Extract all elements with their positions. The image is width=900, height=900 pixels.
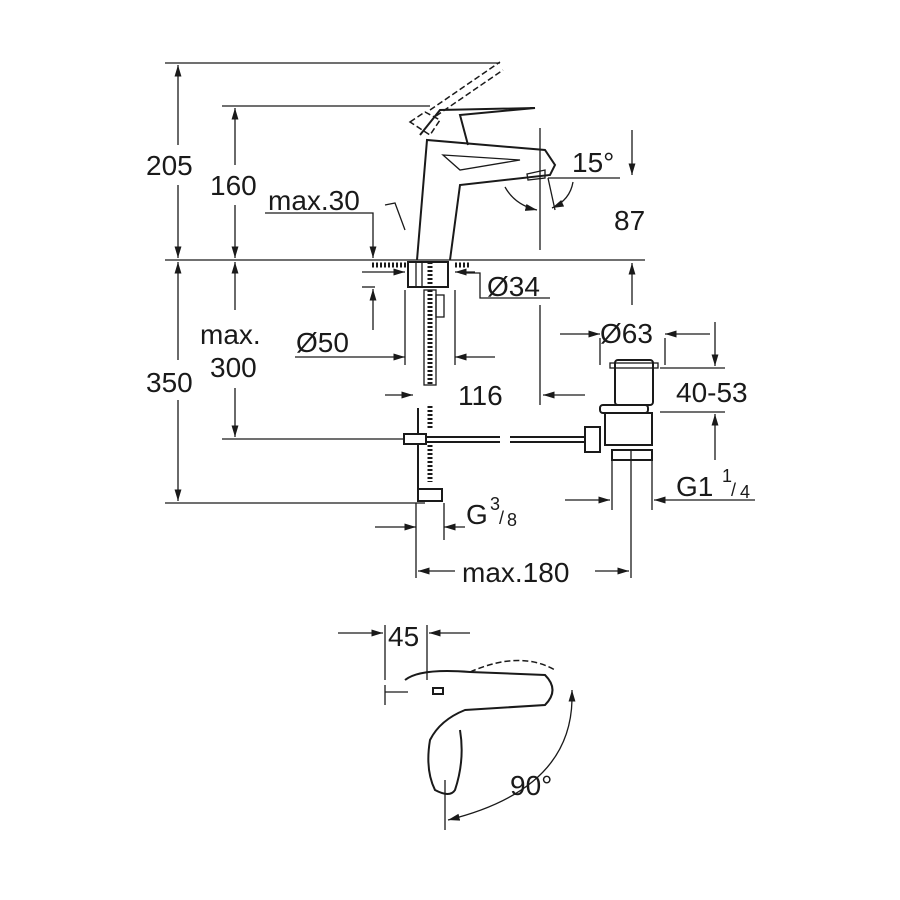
- thread-size: G1: [676, 471, 713, 502]
- label-waste-diameter: Ø63: [600, 318, 653, 349]
- label-total-height: 205: [146, 150, 193, 181]
- label-waste-thread: G1 1 / 4: [676, 466, 750, 502]
- label-spout-height: 160: [210, 170, 257, 201]
- label-connection-thread: G 3 / 8: [466, 494, 517, 530]
- under-counter-assembly: [372, 261, 585, 502]
- thread-letter: G: [466, 499, 488, 530]
- waste-valve: [584, 359, 659, 578]
- label-max-counter: max.30: [268, 185, 360, 216]
- fraction-numerator: 1: [722, 466, 732, 486]
- fraction-denominator: 4: [740, 482, 750, 502]
- label-install-depth: 350: [146, 367, 193, 398]
- fraction-denominator: 8: [507, 510, 517, 530]
- fraction-slash: /: [731, 480, 736, 500]
- fraction-numerator: 3: [490, 494, 500, 514]
- label-spout-angle: 15°: [572, 147, 614, 178]
- label-max-distance: max.180: [462, 557, 569, 588]
- label-max-hose-prefix: max.: [200, 319, 261, 350]
- label-rotation-angle: 90°: [510, 770, 552, 801]
- label-base-diameter: Ø50: [296, 327, 349, 358]
- faucet-side-view: [384, 61, 557, 261]
- label-waste-range: 40-53: [676, 377, 748, 408]
- label-offset: 116: [458, 380, 503, 411]
- label-max-hose-value: 300: [210, 352, 257, 383]
- label-hole-diameter: Ø34: [487, 271, 540, 302]
- label-handle-offset: 45: [388, 621, 419, 652]
- fraction-slash: /: [499, 508, 504, 528]
- label-spout-clearance: 87: [614, 205, 645, 236]
- dimension-labels: 205 160 max.30 15° 87 Ø34 max. 300 Ø50 3…: [146, 147, 750, 801]
- faucet-top-view: [338, 625, 576, 830]
- dimension-lines: [165, 62, 755, 578]
